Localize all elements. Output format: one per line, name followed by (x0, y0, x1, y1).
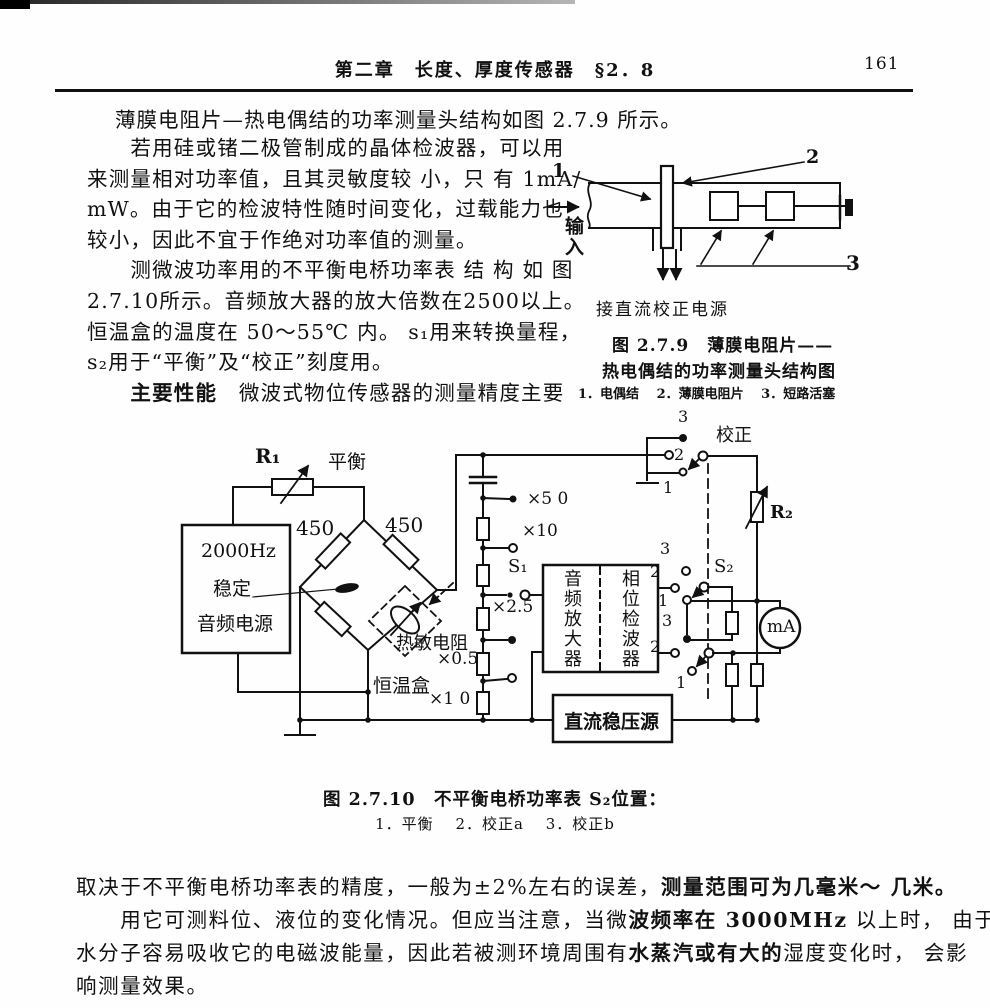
label-thermistor: 热敏电阻 (396, 633, 468, 654)
s2-upper-pos-3: 3 (660, 539, 671, 558)
label-milliammeter: mA (767, 617, 796, 637)
label-balance: 平衡 (328, 451, 367, 473)
label-s1: S₁ (508, 556, 528, 577)
label-calibration: 校正 (716, 425, 752, 446)
fig2710-caption-line1: 图 2.7.10 不平衡电桥功率表 S₂位置： (323, 790, 667, 810)
text-line: 恒温盒的温度在 50～55℃ 内。 s₁用来转换量程， (87, 319, 582, 344)
s2-lower-pos-2: 2 (650, 637, 661, 656)
fig2710-caption-key: 1．平衡 2．校正a 3．校正b (375, 815, 615, 833)
junction-dots (297, 452, 760, 723)
text-line: 主要性能 微波式物位传感器的测量精度主要 (130, 380, 565, 405)
body-text-column: 若用硅或锗二极管制成的晶体检波器，可以用来测量相对功率值，且其灵敏度较 小，只 … (87, 133, 586, 408)
label-thermostat-box: 恒温盒 (373, 675, 431, 697)
s2-lower-pos-1: 1 (676, 673, 687, 692)
label-x10-lower: ×1 0 (429, 689, 471, 709)
fig2710-drawing (180, 434, 802, 744)
label-s2: S₂ (714, 556, 734, 577)
paragraph-line: 薄膜电阻片—热电偶结的功率测量头结构如图 2.7.9 所示。 (115, 108, 682, 132)
scan-edge-artifact (0, 0, 575, 4)
fig279-callout-2: 2 (806, 146, 820, 168)
text-line: 取决于不平衡电桥功率表的精度，一般为±2%左右的误差，测量范围可为几毫米～ 几米… (76, 875, 957, 899)
label-450-left: 450 (296, 516, 335, 540)
text-line: 测微波功率用的不平衡电桥功率表 结 构 如 图 (87, 258, 574, 283)
label-x10-upper: ×10 (522, 521, 558, 541)
bottom-text-block: 取决于不平衡电桥功率表的精度，一般为±2%左右的误差，测量范围可为几毫米～ 几米… (76, 871, 990, 1003)
page-header: 第二章 长度、厚度传感器 §2．8 (334, 60, 656, 81)
s2-upper-pos-1: 1 (658, 591, 669, 610)
fig279-caption-line2: 热电偶结的功率测量头结构图 (602, 362, 836, 382)
label-audio-amplifier: 音频放大器 (561, 569, 582, 669)
page-number: 161 (864, 54, 900, 74)
fig279-input-label: 输入 (562, 216, 584, 258)
text-line: s₂用于“平衡”及“校正”刻度用。 (87, 350, 394, 375)
text-line: mW。由于它的检波特性随时间变化，过载能力也 (87, 197, 564, 222)
label-450-right: 450 (385, 513, 424, 537)
top-switch-pos-3: 3 (678, 407, 689, 426)
top-switch-pos-1: 1 (663, 478, 674, 497)
text-line: 较小，因此不宜于作绝对功率值的测量。 (87, 227, 478, 252)
label-phase-detector: 相位检波器 (619, 569, 640, 669)
top-switch-pos-2: 2 (674, 445, 685, 464)
fig279-caption-key: 1．电偶结 2．薄膜电阻片 3．短路活塞 (578, 387, 836, 402)
label-stable: 稳定 (213, 578, 252, 600)
fig279-dc-note: 接直流校正电源 (596, 300, 729, 320)
text-line: 用它可测料位、液位的变化情况。但应当注意，当微波频率在 3000MHz 以上时，… (76, 908, 990, 932)
text-line: 响测量效果。 (76, 974, 209, 998)
text-line: 水分子容易吸收它的电磁波能量，因此若被测环境周围有水蒸汽或有大的湿度变化时， 会… (76, 941, 969, 965)
header-rule (55, 89, 913, 92)
label-r1: R₁ (255, 444, 281, 468)
label-x2-5: ×2.5 (492, 597, 534, 617)
text-line: 来测量相对功率值，且其灵敏度较 小，只 有 1mA/ (87, 166, 582, 191)
fig279-callout-3: 3 (846, 251, 860, 275)
label-r2: R₂ (770, 502, 793, 523)
label-dc-regulated-source: 直流稳压源 (564, 711, 660, 733)
fig279-drawing (547, 161, 853, 281)
label-x50: ×5 0 (527, 489, 569, 509)
text-line: 2.7.10所示。音频放大器的放大倍数在2500以上。 (87, 288, 586, 313)
text-line: 若用硅或锗二极管制成的晶体检波器，可以用 (87, 136, 565, 160)
fig279-caption-line1: 图 2.7.9 薄膜电阻片—— (612, 336, 834, 356)
label-audio-source: 音频电源 (197, 613, 274, 635)
label-2000hz: 2000Hz (201, 540, 276, 562)
s2-upper-pos-2: 2 (650, 562, 661, 581)
fig279-callout-1: 1 (552, 160, 566, 182)
scan-corner-artifact (0, 0, 30, 9)
label-x0-5: ×0.5 (437, 649, 479, 669)
s2-lower-pos-3: 3 (662, 611, 673, 630)
